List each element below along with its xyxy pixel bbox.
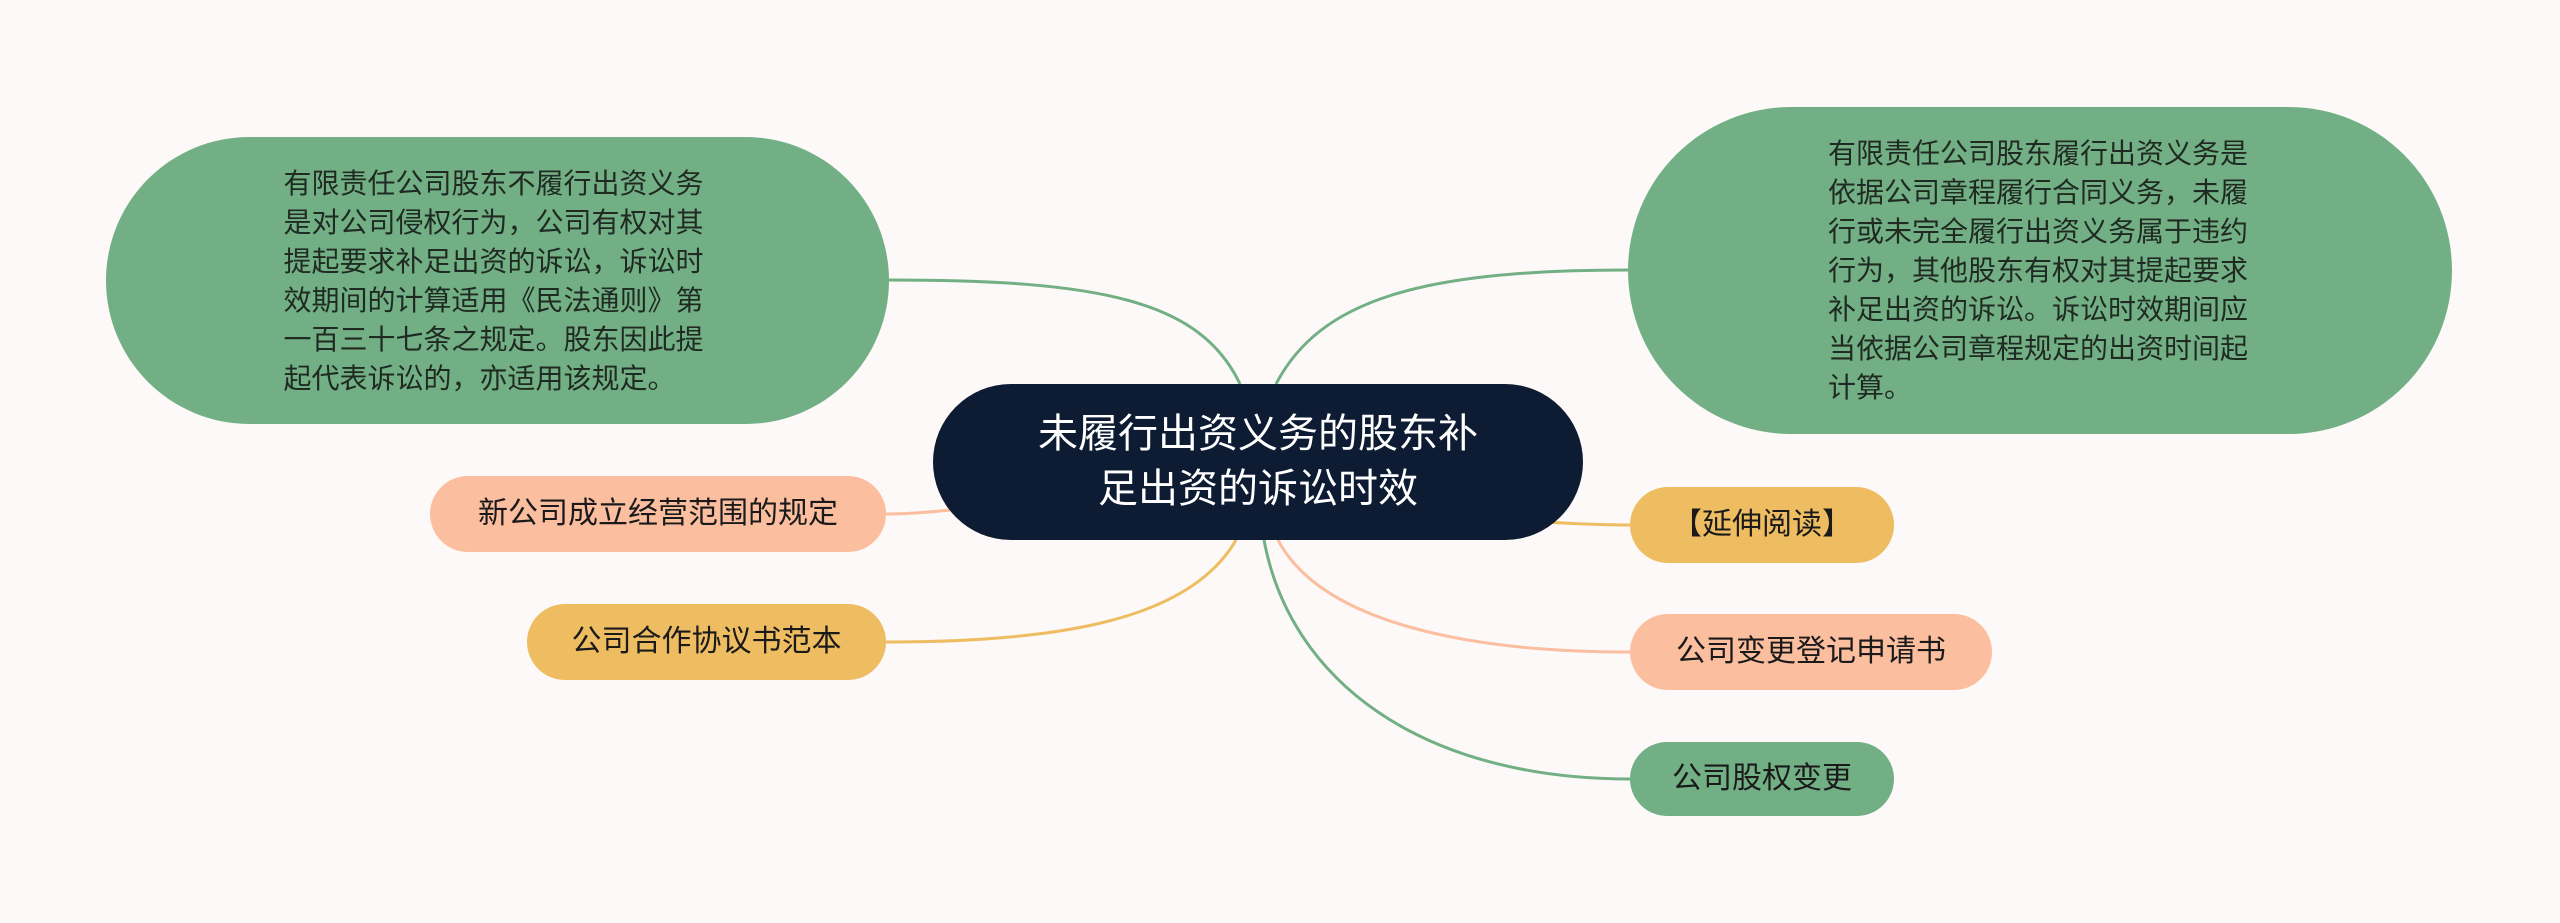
left-topic-text: 有限责任公司股东不履行出资义务 是对公司侵权行为，公司有权对其 提起要求补足出资… (283, 164, 703, 398)
right-topic-line: 计算。 (1827, 371, 1912, 404)
central-topic-text: 未履行出资义务的股东补 足出资的诉讼时效 (1038, 407, 1478, 517)
right-topic-text: 有限责任公司股东履行出资义务是 依据公司章程履行合同义务，未履 行或未完全履行出… (1828, 134, 2248, 407)
link-node-business-scope[interactable]: 新公司成立经营范围的规定 (430, 476, 886, 552)
connector-right-topic (1274, 268, 1629, 385)
right-topic-line: 当依据公司章程规定的出资时间起 (1827, 332, 2248, 365)
right-topic-line: 有限责任公司股东履行出资义务是 (1827, 137, 2248, 170)
right-topic-line: 行为，其他股东有权对其提起要求 (1827, 254, 2248, 287)
left-topic-line: 是对公司侵权行为，公司有权对其 (283, 205, 704, 239)
central-topic-line: 足出资的诉讼时效 (1098, 466, 1418, 512)
link-node-cooperation-agreement[interactable]: 公司合作协议书范本 (527, 604, 886, 680)
connector-left-link-2 (885, 539, 1238, 644)
left-topic-line: 提起要求补足出资的诉讼，诉讼时 (283, 244, 704, 278)
connector-right-link-1 (1544, 520, 1631, 527)
link-label: 公司变更登记申请书 (1676, 634, 1946, 669)
left-topic-line: 起代表诉讼的，亦适用该规定。 (283, 361, 676, 395)
link-label: 公司股权变更 (1672, 761, 1852, 796)
connector-right-link-2 (1276, 539, 1631, 654)
left-topic-line: 效期间的计算适用《民法通则》第 (283, 283, 704, 317)
connector-left-link-1 (885, 508, 951, 516)
left-topic-line: 有限责任公司股东不履行出资义务 (283, 166, 704, 200)
link-node-extended-reading[interactable]: 【延伸阅读】 (1630, 487, 1894, 563)
left-topic-line: 一百三十七条之规定。股东因此提 (283, 322, 704, 356)
link-label: 新公司成立经营范围的规定 (478, 496, 838, 531)
connector-right-link-3 (1262, 539, 1631, 781)
link-node-change-registration[interactable]: 公司变更登记申请书 (1630, 614, 1992, 690)
link-node-equity-change[interactable]: 公司股权变更 (1630, 742, 1894, 816)
link-label: 公司合作协议书范本 (571, 624, 842, 659)
right-topic-line: 行或未完全履行出资义务属于违约 (1827, 215, 2248, 248)
link-label: 【延伸阅读】 (1672, 507, 1852, 542)
right-topic-line: 依据公司章程履行合同义务，未履 (1827, 176, 2248, 209)
right-topic-line: 补足出资的诉讼。诉讼时效期间应 (1827, 293, 2248, 326)
central-topic-line: 未履行出资义务的股东补 (1038, 411, 1478, 457)
connector-left-topic (888, 278, 1242, 385)
right-topic-node[interactable]: 有限责任公司股东履行出资义务是 依据公司章程履行合同义务，未履 行或未完全履行出… (1628, 107, 2452, 434)
left-topic-node[interactable]: 有限责任公司股东不履行出资义务 是对公司侵权行为，公司有权对其 提起要求补足出资… (106, 137, 889, 424)
central-topic-node[interactable]: 未履行出资义务的股东补 足出资的诉讼时效 (933, 384, 1583, 540)
